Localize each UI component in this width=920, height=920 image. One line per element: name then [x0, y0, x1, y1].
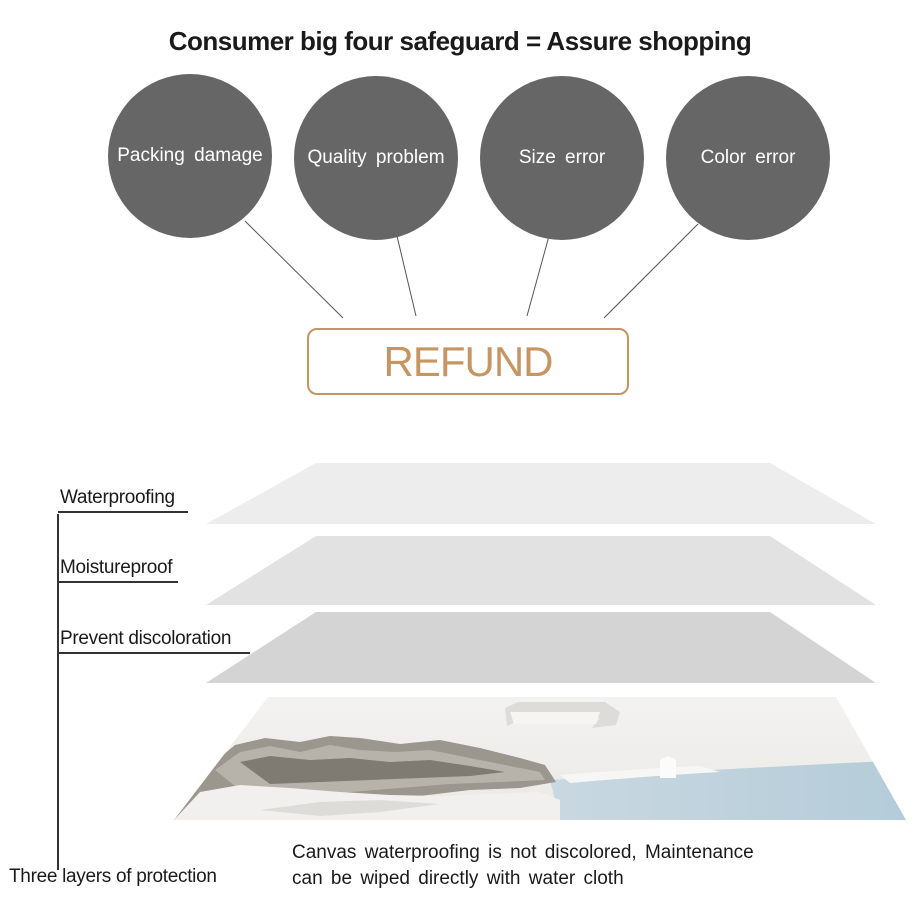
protection-layers: [174, 463, 906, 820]
connector-lines: [244, 220, 699, 319]
description-line: can be wiped directly with water cloth: [292, 868, 624, 889]
connector-line: [603, 223, 699, 319]
layer-label-waterproofing: Waterproofing: [60, 487, 175, 508]
safeguard-label: Quality problem: [307, 147, 445, 168]
page-title: Consumer big four safeguard = Assure sho…: [168, 26, 752, 56]
layer-bracket: [57, 511, 250, 870]
description: Canvas waterproofing is not discolored, …: [292, 840, 812, 892]
layer-label-prevent-discoloration: Prevent discoloration: [60, 628, 232, 649]
description-line: Canvas waterproofing is not discolored, …: [292, 842, 754, 863]
canvas-painting: [174, 697, 906, 820]
connector-line: [396, 235, 417, 317]
safeguard-label: Packing damage: [117, 145, 263, 166]
layer-waterproofing: [206, 463, 876, 524]
safeguard-label: Size error: [518, 147, 606, 168]
refund-box: REFUND: [307, 328, 629, 395]
safeguard-label: Color error: [700, 147, 796, 168]
layer-prevent-discoloration: [206, 612, 876, 683]
layer-label-moistureproof: Moistureproof: [60, 557, 173, 578]
connector-line: [526, 235, 550, 317]
safeguard-packing-damage: Packing damage: [108, 74, 272, 238]
layer-moistureproof: [206, 536, 876, 605]
safeguard-quality-problem: Quality problem: [294, 76, 458, 240]
refund-label: REFUND: [383, 337, 554, 385]
safeguard-size-error: Size error: [480, 76, 644, 240]
connector-line: [244, 220, 344, 319]
protection-label: Three layers of protection: [9, 866, 217, 887]
safeguard-color-error: Color error: [666, 76, 830, 240]
